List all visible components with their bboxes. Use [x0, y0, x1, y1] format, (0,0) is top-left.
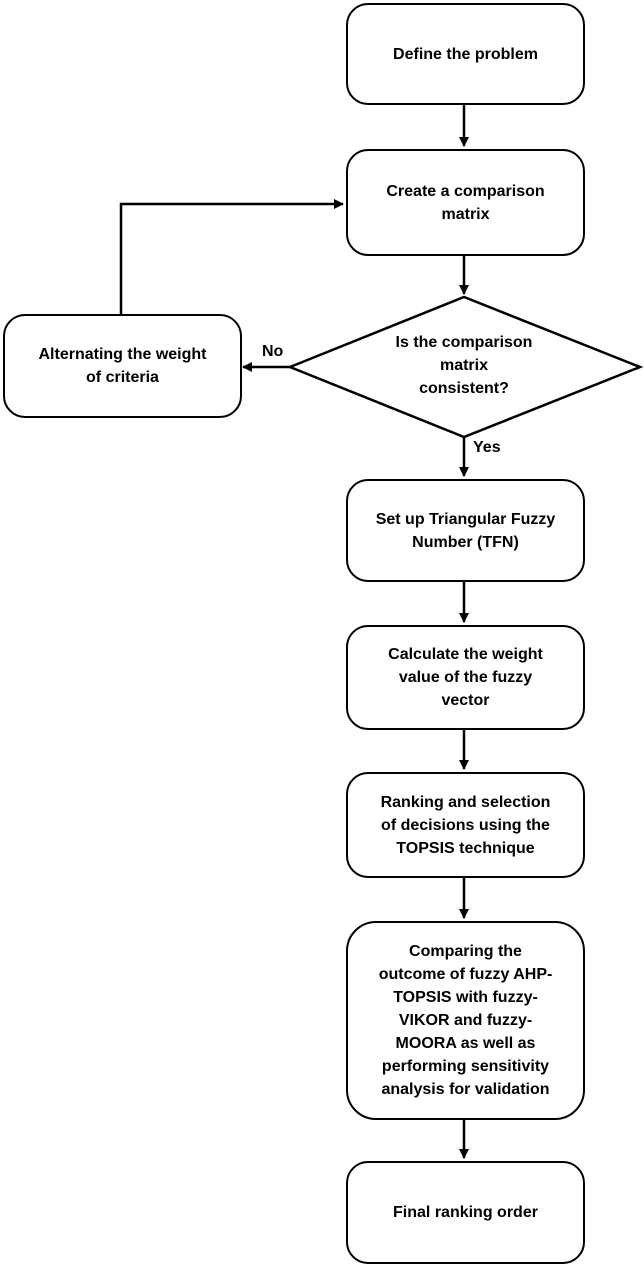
step-create-matrix: Create a comparison matrix	[346, 149, 585, 256]
step-compare-validate: Comparing the outcome of fuzzy AHP- TOPS…	[346, 921, 585, 1120]
step-compare-validate-text: Comparing the outcome of fuzzy AHP- TOPS…	[378, 943, 553, 1098]
decision-consistency-text: Is the comparison matrix consistent?	[395, 333, 533, 397]
step-define-problem: Define the problem	[346, 3, 585, 105]
step-define-problem-text: Define the problem	[393, 45, 538, 63]
step-alternating-weight-text: Alternating the weight of criteria	[38, 346, 207, 386]
step-alternating-weight: Alternating the weight of criteria	[3, 314, 242, 418]
step-ranking-topsis-text: Ranking and selection of decisions using…	[380, 793, 551, 857]
step-weight-vector-text: Calculate the weight value of the fuzzy …	[388, 646, 543, 709]
decision-diamond	[286, 295, 644, 439]
step-create-matrix-text: Create a comparison matrix	[386, 182, 545, 223]
step-tfn-text: Set up Triangular Fuzzy Number (TFN)	[375, 510, 556, 551]
arrow-alternating-loop-back	[119, 199, 344, 314]
step-weight-vector: Calculate the weight value of the fuzzy …	[346, 625, 585, 730]
step-final-ranking-text: Final ranking order	[393, 1204, 538, 1221]
label-no: No	[262, 343, 284, 360]
step-final-ranking: Final ranking order	[346, 1161, 585, 1264]
step-tfn: Set up Triangular Fuzzy Number (TFN)	[346, 479, 585, 582]
step-ranking-topsis: Ranking and selection of decisions using…	[346, 772, 585, 878]
label-yes: Yes	[473, 439, 501, 456]
